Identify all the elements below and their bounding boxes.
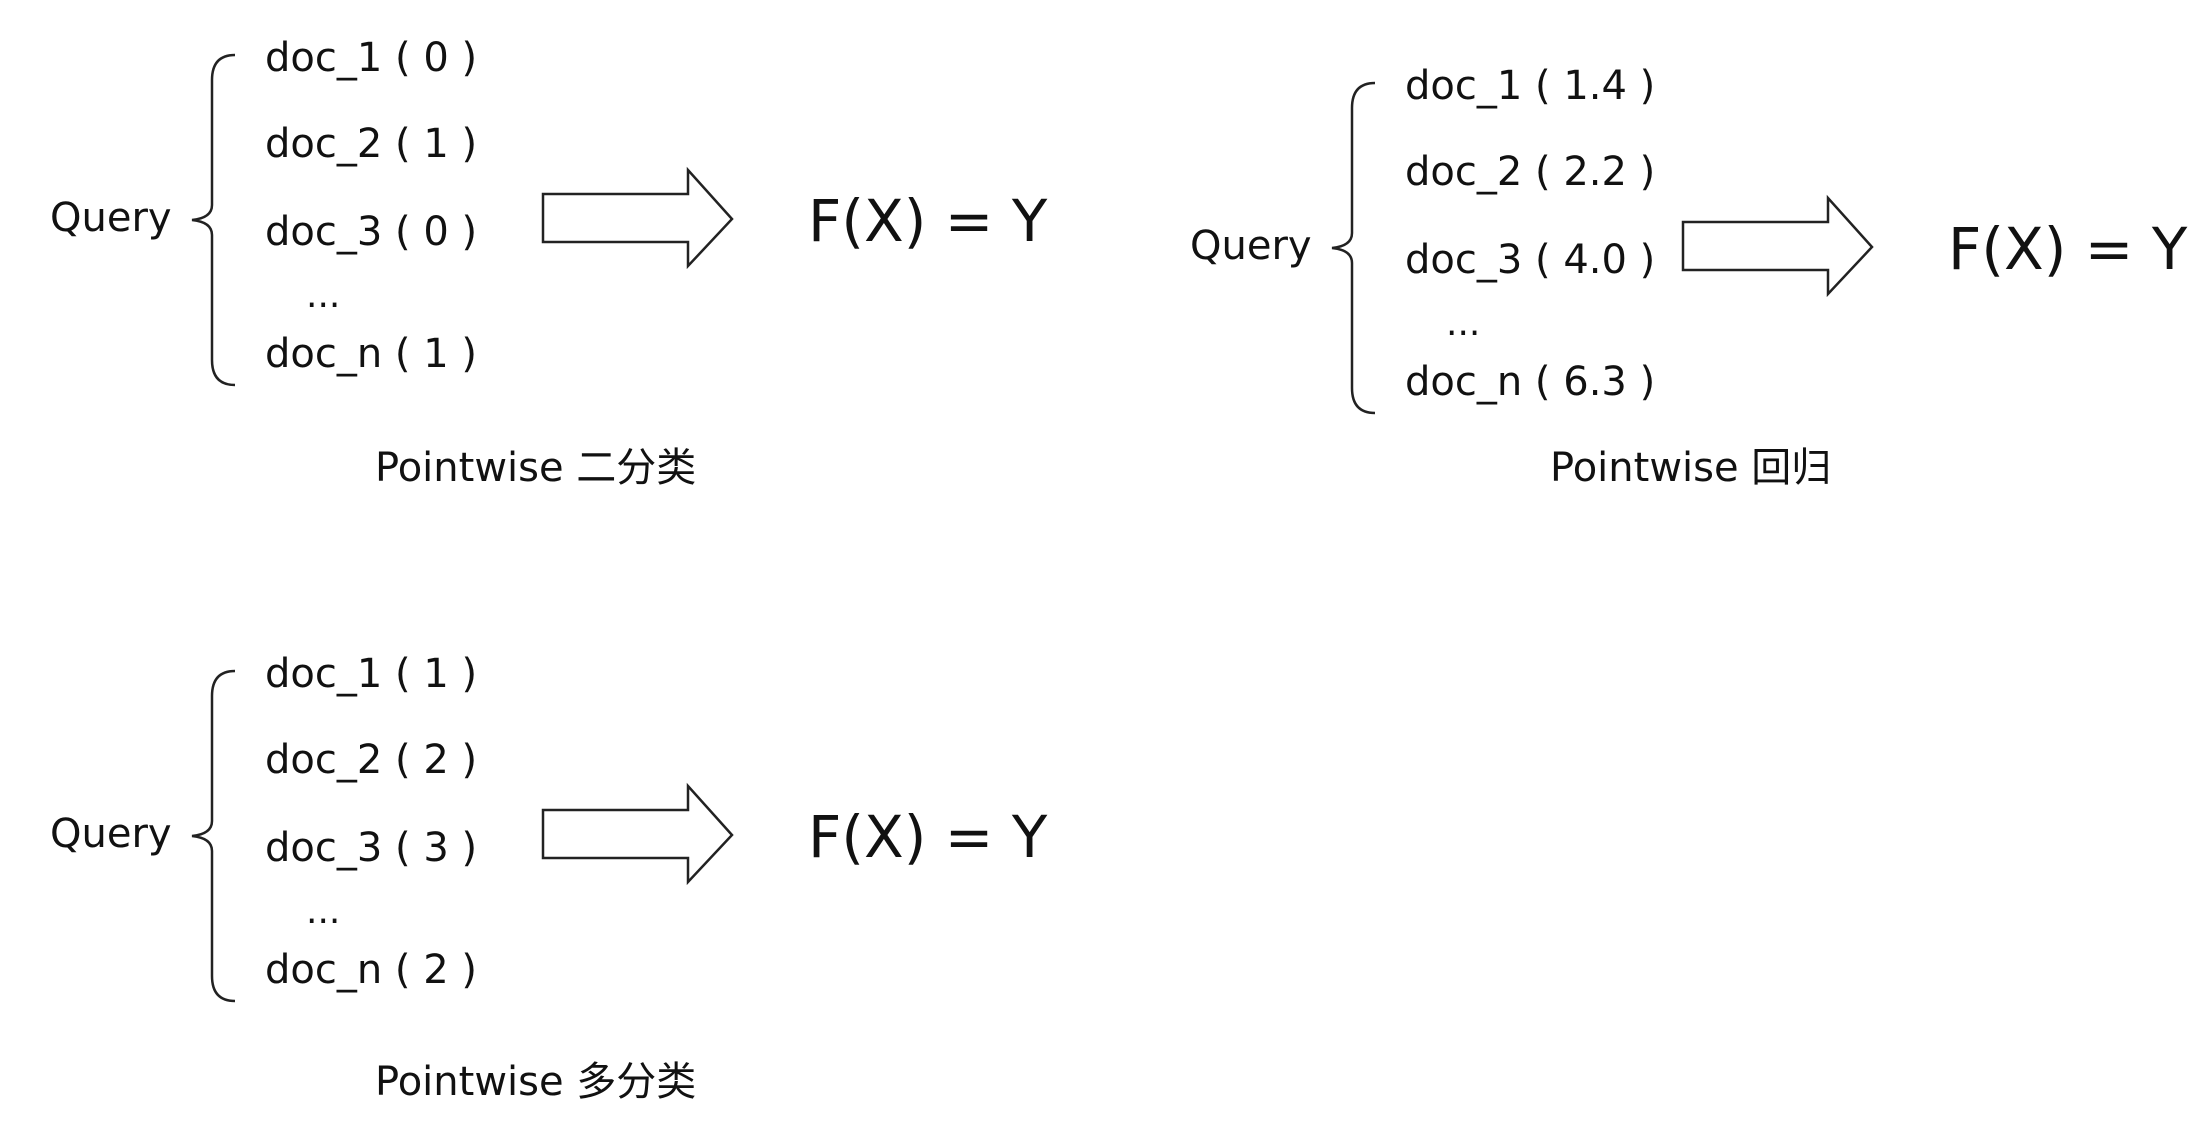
doc-item: doc_2 ( 2 ) [265,737,478,783]
panel-caption: Pointwise 二分类 [375,445,697,491]
query-label: Query [50,195,172,241]
panel-binary-classification: Query doc_1 ( 0 ) doc_2 ( 1 ) doc_3 ( 0 … [0,0,1050,488]
doc-item: doc_1 ( 0 ) [265,35,478,81]
doc-item: doc_2 ( 1 ) [265,121,478,167]
ellipsis: ... [306,891,341,932]
doc-item: doc_3 ( 3 ) [265,825,478,871]
query-label: Query [50,811,172,857]
ellipsis: ... [306,275,341,316]
doc-item: doc_3 ( 4.0 ) [1405,237,1656,283]
formula: F(X) = Y [1948,215,2188,283]
right-arrow [1681,194,1874,298]
panel-multiclass-classification: Query doc_1 ( 1 ) doc_2 ( 2 ) doc_3 ( 3 … [0,616,1050,1102]
doc-item: doc_2 ( 2.2 ) [1405,149,1656,195]
brace-arrow-graphic [191,669,734,1003]
doc-item: doc_n ( 6.3 ) [1405,359,1656,405]
brace-arrow-graphic [191,53,734,387]
brace-arrow-graphic [1331,81,1874,415]
left-brace [191,53,236,387]
panel-regression: Query doc_1 ( 1.4 ) doc_2 ( 2.2 ) doc_3 … [1140,28,2190,488]
query-label: Query [1190,223,1312,269]
right-arrow [541,166,734,270]
doc-item: doc_3 ( 0 ) [265,209,478,255]
doc-item: doc_n ( 2 ) [265,947,478,993]
doc-item: doc_1 ( 1 ) [265,651,478,697]
panel-caption: Pointwise 回归 [1550,445,1832,491]
ellipsis: ... [1446,303,1481,344]
right-arrow [541,782,734,886]
doc-item: doc_1 ( 1.4 ) [1405,63,1656,109]
formula: F(X) = Y [808,803,1048,871]
doc-item: doc_n ( 1 ) [265,331,478,377]
formula: F(X) = Y [808,187,1048,255]
left-brace [1331,81,1376,415]
left-brace [191,669,236,1003]
panel-caption: Pointwise 多分类 [375,1059,697,1105]
